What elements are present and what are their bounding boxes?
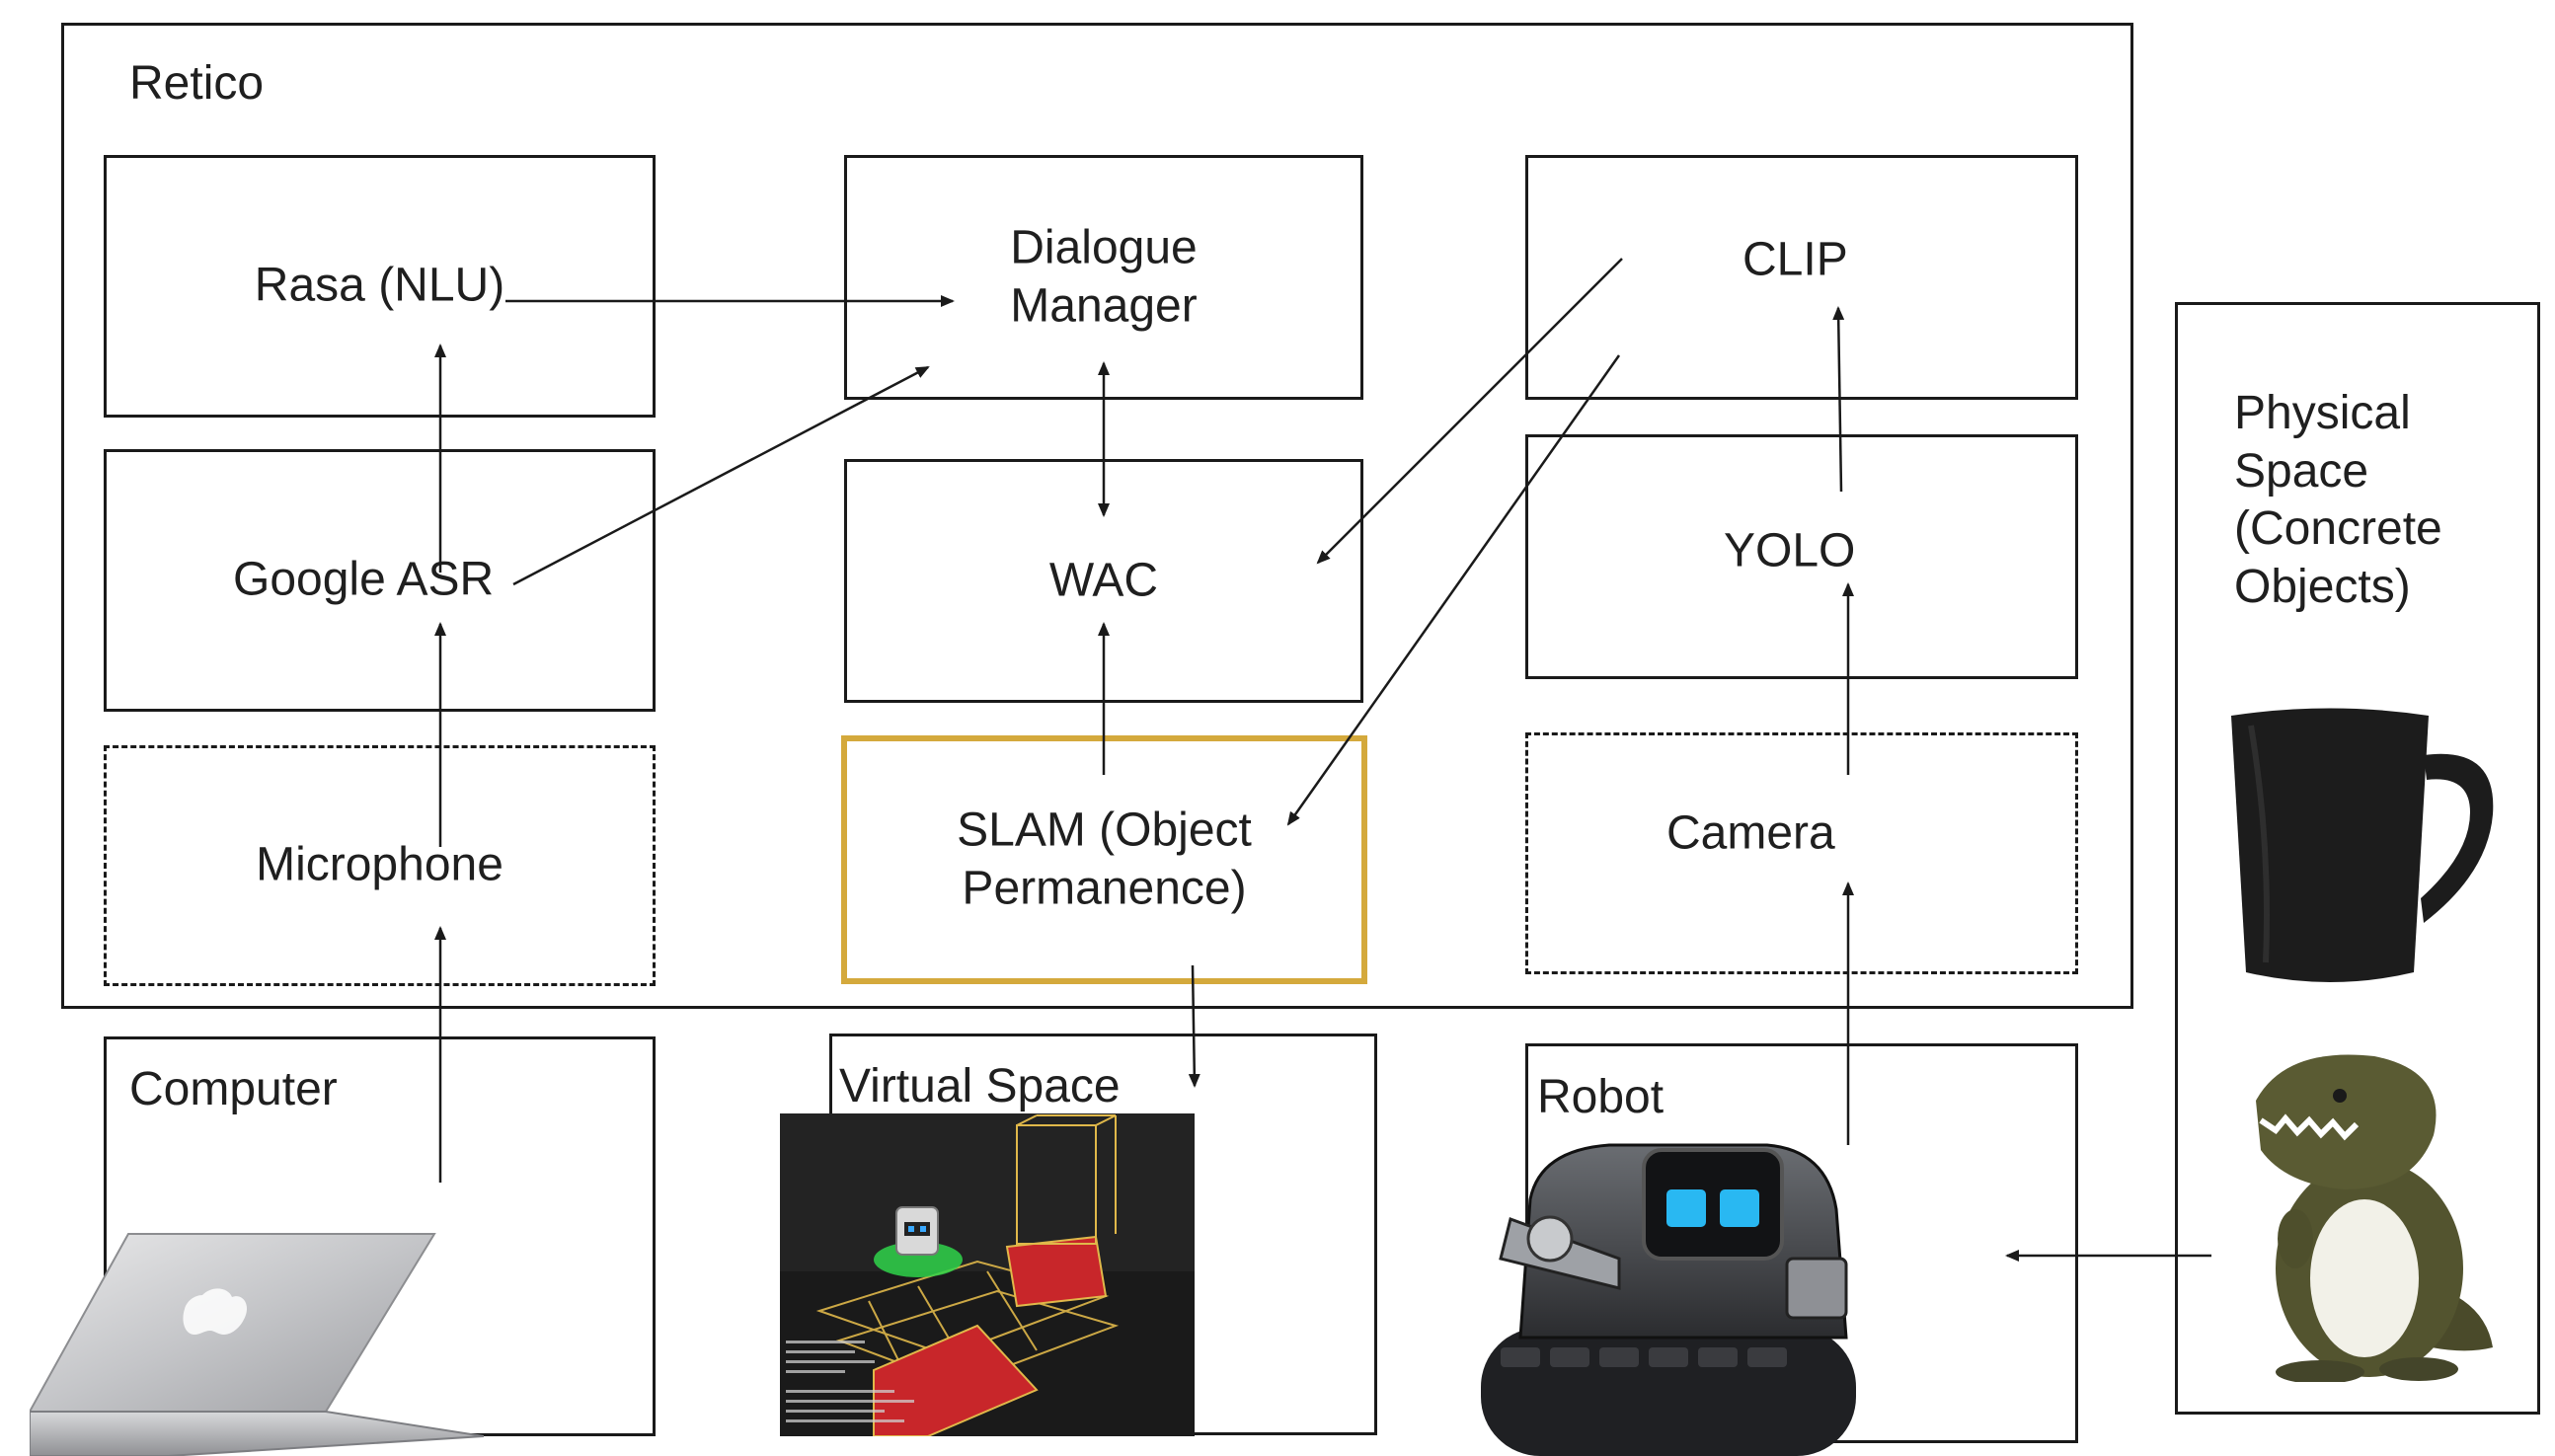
microphone-box: Microphone	[104, 745, 656, 986]
slam-box: SLAM (Object Permanence)	[841, 735, 1367, 984]
microphone-label: Microphone	[256, 838, 503, 891]
google-asr-box: Google ASR	[104, 449, 656, 712]
physical-space-box	[2175, 302, 2540, 1415]
rasa-nlu-box: Rasa (NLU)	[104, 155, 656, 418]
arrow-slam-to-virtual	[1188, 964, 1200, 1088]
retico-title: Retico	[129, 57, 265, 110]
arrow-yolo-to-clip	[1832, 306, 1845, 493]
retico-container	[61, 23, 2133, 1009]
clip-box: CLIP	[1525, 155, 2078, 400]
yolo-box: YOLO	[1525, 434, 2078, 679]
slam-label: SLAM (Object Permanence)	[957, 804, 1252, 914]
clip-label: CLIP	[1742, 233, 1848, 286]
wac-label: WAC	[1048, 554, 1159, 607]
dialogue-manager-label: Dialogue Manager	[1010, 221, 1198, 332]
robot-label: Robot	[1537, 1071, 1665, 1123]
robot-image	[1481, 1143, 1856, 1456]
plush-dinosaur-image	[2256, 1054, 2493, 1382]
arrow-clip-to-wac	[1316, 258, 1623, 565]
physical-space-label: Physical Space (Concrete Objects)	[2234, 387, 2442, 613]
computer-label: Computer	[129, 1063, 338, 1115]
rasa-nlu-label: Rasa (NLU)	[254, 259, 505, 312]
virtual-space-label: Virtual Space	[839, 1060, 1121, 1112]
camera-label: Camera	[1666, 807, 1835, 861]
arrow-clip-to-slam	[1286, 354, 1621, 826]
google-asr-label: Google ASR	[233, 553, 495, 606]
mug-image	[2231, 708, 2494, 982]
virtual-space-render	[780, 1113, 1195, 1436]
laptop-icon	[30, 1233, 484, 1456]
yolo-label: YOLO	[1724, 524, 1856, 577]
camera-box: Camera	[1525, 732, 2078, 974]
arrow-asr-to-dm	[512, 365, 930, 586]
